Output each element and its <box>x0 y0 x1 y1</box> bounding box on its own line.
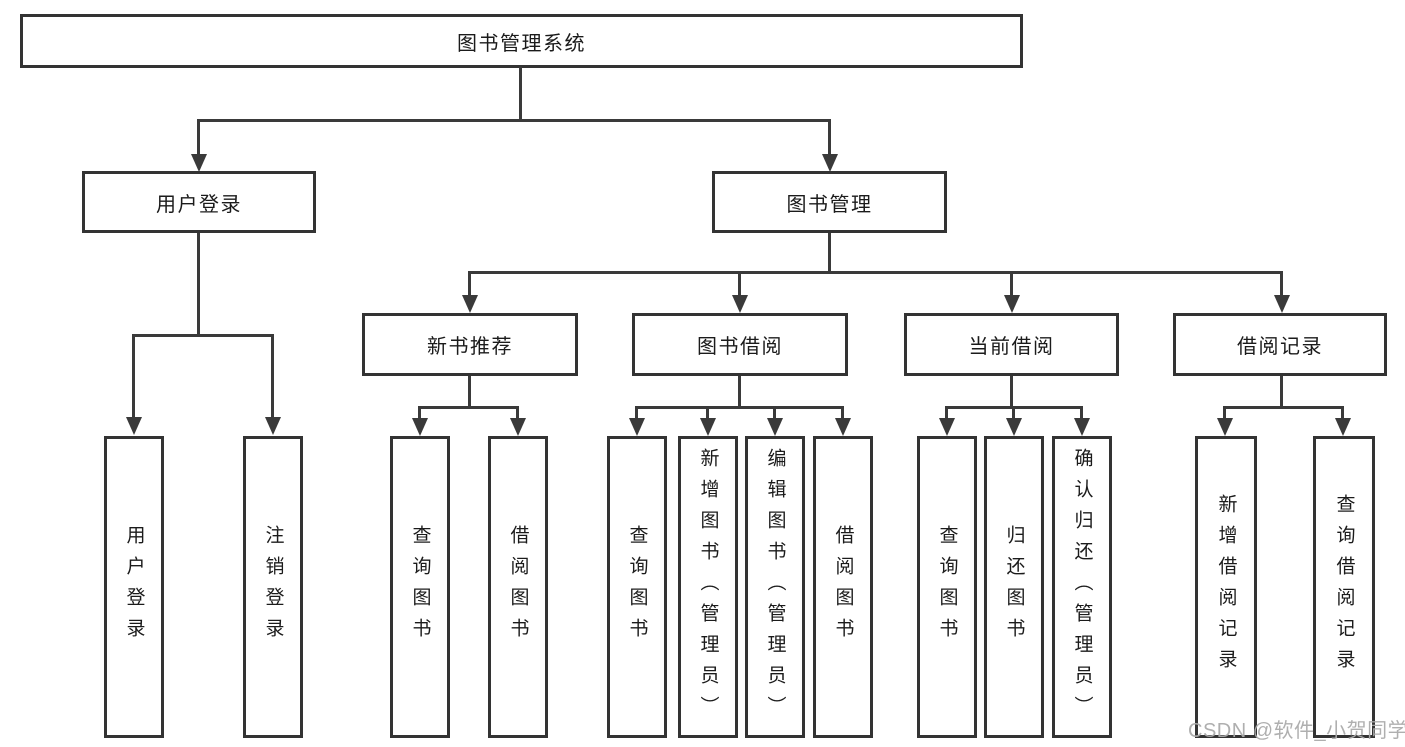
connector-line <box>271 334 274 418</box>
connector-line <box>1080 406 1083 419</box>
connector-line <box>197 119 831 122</box>
leaf-query-books-borrowing: 查询图书 <box>607 436 667 738</box>
node-new-book-recommendation: 新书推荐 <box>362 313 578 376</box>
node-root: 图书管理系统 <box>20 14 1023 68</box>
connector-line <box>945 406 948 419</box>
connector-line <box>132 334 135 418</box>
connector-line <box>635 406 638 419</box>
arrowhead-icon <box>1274 295 1290 313</box>
arrowhead-icon <box>1006 418 1022 436</box>
node-user-login-label: 用户登录 <box>156 193 242 216</box>
leaf-query-books-current-label: 查询图书 <box>936 525 958 649</box>
arrowhead-icon <box>462 295 478 313</box>
connector-line <box>773 406 776 419</box>
connector-line <box>418 406 421 419</box>
node-book-management: 图书管理 <box>712 171 947 233</box>
leaf-add-book-admin-label: 新增图书（管理员） <box>697 447 719 727</box>
connector-line <box>828 119 831 156</box>
connector-line <box>468 376 471 408</box>
arrowhead-icon <box>412 418 428 436</box>
node-current-borrowing: 当前借阅 <box>904 313 1119 376</box>
connector-line <box>1223 406 1344 409</box>
connector-line <box>1280 271 1283 297</box>
leaf-query-books-borrowing-label: 查询图书 <box>626 525 648 649</box>
connector-line <box>418 406 519 409</box>
leaf-borrow-books-borrowing-label: 借阅图书 <box>832 525 854 649</box>
leaf-query-books-current: 查询图书 <box>917 436 977 738</box>
connector-line <box>635 406 844 409</box>
leaf-query-borrow-record-label: 查询借阅记录 <box>1333 494 1355 680</box>
leaf-logout: 注销登录 <box>243 436 303 738</box>
connector-line <box>738 271 741 297</box>
connector-line <box>1012 406 1015 419</box>
connector-line <box>468 271 471 297</box>
arrowhead-icon <box>767 418 783 436</box>
node-book-borrowing-label: 图书借阅 <box>697 336 783 358</box>
leaf-add-book-admin: 新增图书（管理员） <box>678 436 738 738</box>
connector-line <box>1010 271 1013 297</box>
arrowhead-icon <box>510 418 526 436</box>
node-root-label: 图书管理系统 <box>457 32 586 55</box>
connector-line <box>516 406 519 419</box>
arrowhead-icon <box>700 418 716 436</box>
watermark: CSDN @软件_小贺同学 <box>1188 720 1405 742</box>
arrowhead-icon <box>191 154 207 172</box>
connector-line <box>1341 406 1344 419</box>
arrowhead-icon <box>126 417 142 435</box>
connector-line <box>841 406 844 419</box>
node-user-login: 用户登录 <box>82 171 316 233</box>
connector-line <box>519 67 522 120</box>
leaf-return-books-label: 归还图书 <box>1003 525 1025 649</box>
leaf-add-borrow-record-label: 新增借阅记录 <box>1215 494 1237 680</box>
connector-line <box>197 119 200 156</box>
node-borrowing-records-label: 借阅记录 <box>1237 336 1323 358</box>
leaf-query-books-recommend: 查询图书 <box>390 436 450 738</box>
leaf-confirm-return-admin: 确认归还（管理员） <box>1052 436 1112 738</box>
connector-line <box>1223 406 1226 419</box>
node-current-borrowing-label: 当前借阅 <box>968 336 1055 358</box>
connector-line <box>468 271 1283 274</box>
leaf-logout-label: 注销登录 <box>262 525 284 649</box>
arrowhead-icon <box>1335 418 1351 436</box>
connector-line <box>197 233 200 336</box>
arrowhead-icon <box>1217 418 1233 436</box>
leaf-edit-book-admin-label: 编辑图书（管理员） <box>764 447 786 727</box>
arrowhead-icon <box>265 417 281 435</box>
leaf-edit-book-admin: 编辑图书（管理员） <box>745 436 805 738</box>
connector-line <box>738 376 741 408</box>
arrowhead-icon <box>1004 295 1020 313</box>
leaf-user-login: 用户登录 <box>104 436 164 738</box>
leaf-user-login-label: 用户登录 <box>123 525 145 649</box>
leaf-return-books: 归还图书 <box>984 436 1044 738</box>
connector-line <box>132 334 274 337</box>
leaf-borrow-books-recommend: 借阅图书 <box>488 436 548 738</box>
arrowhead-icon <box>1074 418 1090 436</box>
node-borrowing-records: 借阅记录 <box>1173 313 1387 376</box>
connector-line <box>1280 376 1283 408</box>
arrowhead-icon <box>835 418 851 436</box>
leaf-borrow-books-recommend-label: 借阅图书 <box>507 525 529 649</box>
leaf-confirm-return-admin-label: 确认归还（管理员） <box>1071 447 1093 727</box>
node-book-borrowing: 图书借阅 <box>632 313 848 376</box>
connector-line <box>828 233 831 273</box>
arrowhead-icon <box>939 418 955 436</box>
leaf-query-borrow-record: 查询借阅记录 <box>1313 436 1375 738</box>
arrowhead-icon <box>822 154 838 172</box>
connector-line <box>706 406 709 419</box>
leaf-borrow-books-borrowing: 借阅图书 <box>813 436 873 738</box>
node-book-management-label: 图书管理 <box>786 193 873 216</box>
connector-line <box>1010 376 1013 408</box>
arrowhead-icon <box>732 295 748 313</box>
leaf-query-books-recommend-label: 查询图书 <box>409 525 431 649</box>
leaf-add-borrow-record: 新增借阅记录 <box>1195 436 1257 738</box>
arrowhead-icon <box>629 418 645 436</box>
node-new-book-recommendation-label: 新书推荐 <box>427 336 513 358</box>
